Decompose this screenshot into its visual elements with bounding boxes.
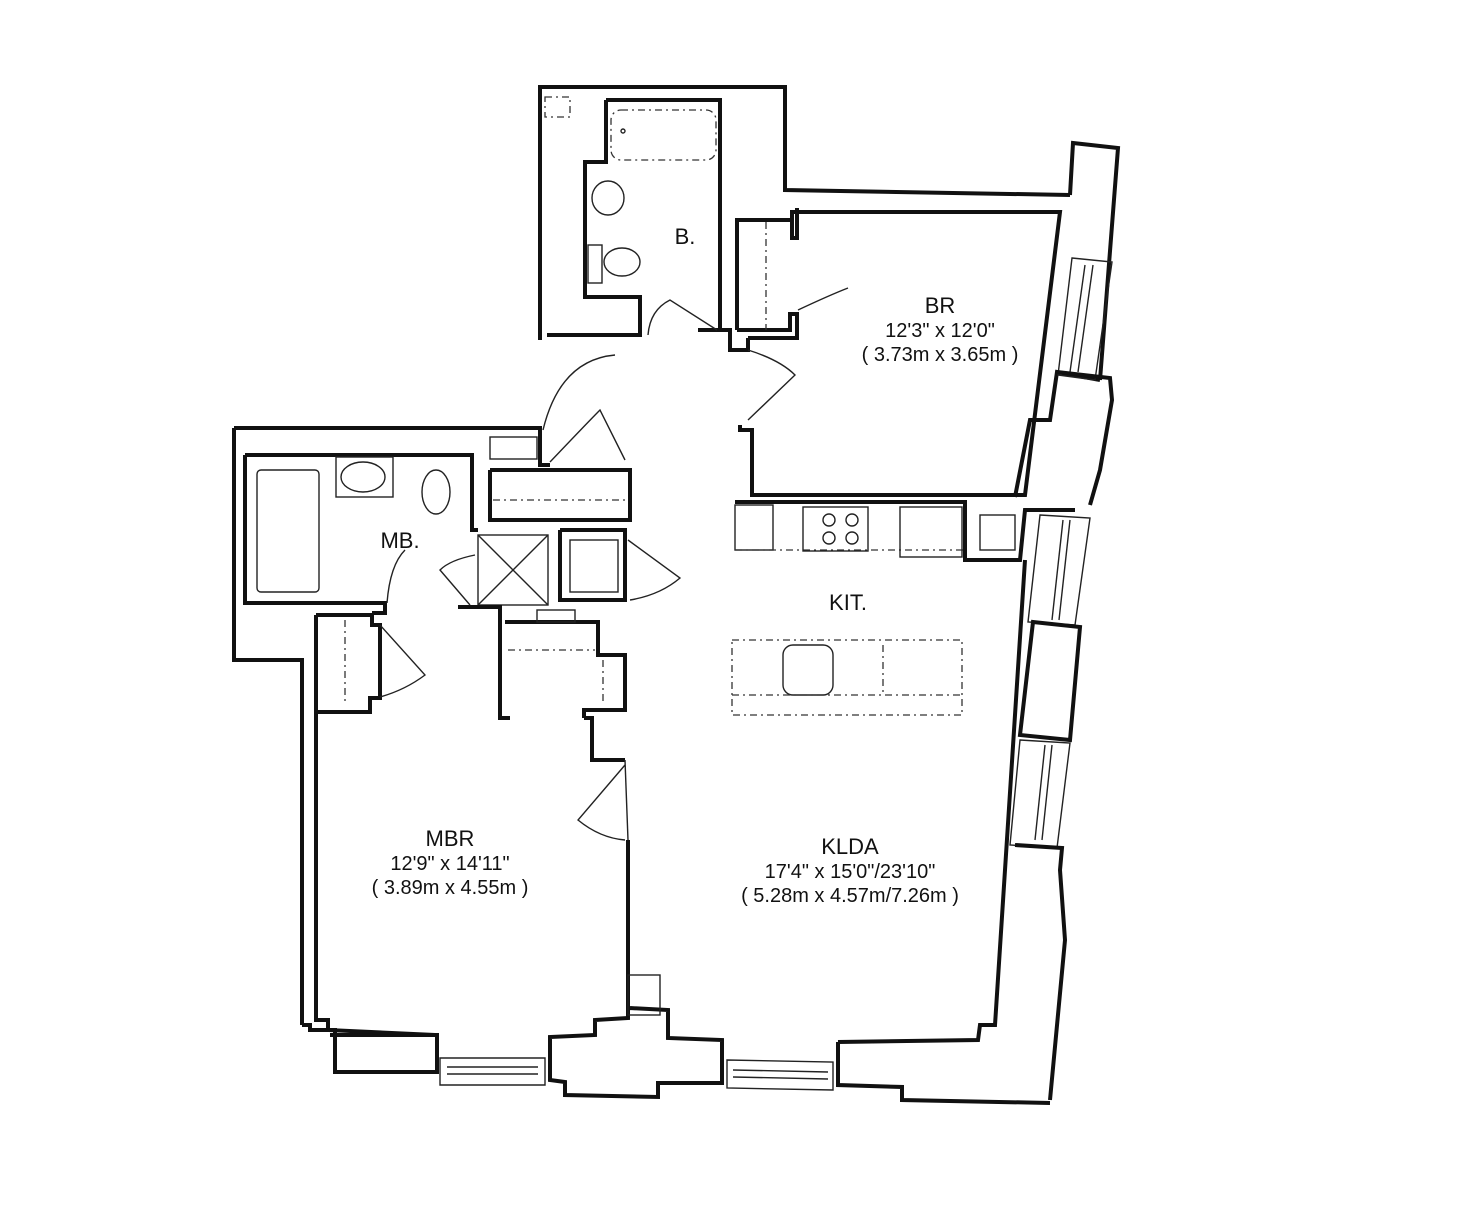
dishwasher-icon — [979, 514, 1016, 551]
toilet-icon — [421, 469, 451, 515]
room-dim-imperial: 12'3" x 12'0" — [885, 320, 995, 342]
window-icon — [439, 1057, 546, 1086]
door-swing-icon — [379, 624, 427, 698]
south-wall — [302, 712, 1051, 1105]
door-swing-icon — [627, 539, 682, 601]
kitchen — [731, 500, 1075, 716]
hall-closets — [232, 354, 682, 1025]
room-name: KLDA — [821, 834, 879, 859]
room-dim-metric: ( 5.28m x 4.57m/7.26m ) — [741, 885, 959, 907]
sink-icon — [591, 180, 625, 216]
bedroom-br — [735, 140, 1121, 506]
room-label-kit: KIT. — [818, 590, 878, 616]
door-swing-icon — [747, 349, 797, 421]
linen-closet-icon — [477, 534, 549, 606]
toilet-icon — [603, 247, 641, 277]
room-label-klda: KLDA 17'4" x 15'0"/23'10" ( 5.28m x 4.57… — [700, 834, 1000, 908]
sink-icon — [340, 461, 386, 493]
room-dim-metric: ( 3.73m x 3.65m ) — [861, 344, 1019, 366]
window-icon — [1027, 514, 1091, 626]
door-swing-icon — [797, 287, 849, 311]
room-name: KIT. — [829, 590, 867, 615]
room-name: MBR — [425, 826, 475, 851]
refrigerator-icon — [899, 506, 963, 558]
room-label-mbr: MBR 12'9" x 14'11" ( 3.89m x 4.55m ) — [340, 826, 560, 900]
washer-dryer-icon — [627, 974, 661, 1016]
kitchen-sink-icon — [782, 644, 834, 696]
room-name: MB. — [380, 528, 420, 553]
door-swing-icon — [549, 408, 626, 463]
stove-icon — [802, 506, 869, 552]
room-label-b: B. — [660, 224, 710, 250]
washer-dryer-icon — [569, 539, 619, 593]
window-icon — [1057, 257, 1113, 381]
room-name: B. — [674, 224, 696, 249]
door-swing-icon — [577, 764, 626, 841]
vanity-icon — [335, 456, 394, 498]
room-dim-imperial: 17'4" x 15'0"/23'10" — [764, 861, 936, 883]
bathtub-icon — [610, 109, 717, 161]
bathroom-b — [538, 85, 1071, 352]
master-bath-mb — [243, 453, 510, 720]
kitchen-island-icon — [731, 639, 963, 716]
room-label-br: BR 12'3" x 12'0" ( 3.73m x 3.65m ) — [820, 293, 1060, 367]
door-swing-icon — [542, 354, 616, 431]
east-wall — [837, 514, 1091, 1101]
room-dim-imperial: 12'9" x 14'11" — [390, 853, 510, 875]
room-name: BR — [924, 293, 956, 318]
door-swing-icon — [647, 299, 718, 336]
window-icon — [726, 1059, 834, 1091]
room-dim-metric: ( 3.89m x 4.55m ) — [371, 877, 529, 899]
shaft-icon — [544, 96, 571, 118]
door-swing-icon — [439, 554, 476, 606]
bathtub-icon — [256, 469, 320, 593]
room-label-mb: MB. — [370, 528, 430, 554]
door-swing-icon — [386, 549, 406, 604]
mbr-closets — [314, 609, 627, 841]
